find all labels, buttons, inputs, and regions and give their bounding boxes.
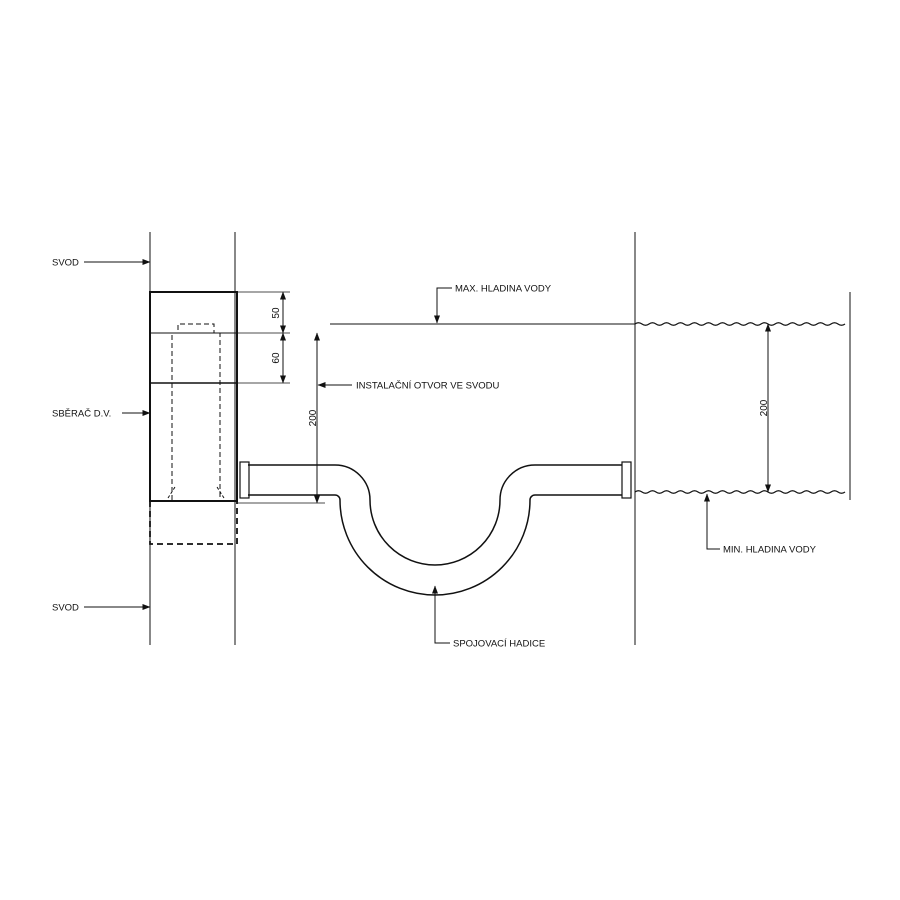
label-svod-top: SVOD — [52, 258, 79, 269]
label-install-hole: INSTALAČNÍ OTVOR VE SVODU — [356, 381, 500, 392]
left-hose-fitting — [239, 461, 250, 499]
min-water-leader — [704, 493, 720, 550]
dim-200-left: 200 — [308, 409, 319, 426]
max-water-leader — [434, 287, 452, 324]
dim-60: 60 — [271, 352, 282, 364]
label-svod-bottom: SVOD — [52, 603, 79, 614]
label-collector: SBĚRAČ D.V. — [52, 409, 111, 420]
water-tank — [634, 292, 851, 500]
dimension-200-left — [237, 332, 325, 504]
label-min-water: MIN. HLADINA VODY — [723, 545, 817, 556]
connecting-hose — [248, 464, 622, 596]
dimension-50-60 — [237, 291, 290, 384]
label-hose: SPOJOVACÍ HADICE — [453, 639, 545, 650]
dim-200-right: 200 — [759, 399, 770, 416]
hose-leader — [432, 585, 450, 644]
collector-body — [149, 291, 238, 545]
label-max-water: MAX. HLADINA VODY — [455, 284, 552, 295]
dim-50: 50 — [271, 307, 282, 319]
downpipe — [149, 232, 236, 645]
right-hose-fitting — [621, 461, 632, 499]
